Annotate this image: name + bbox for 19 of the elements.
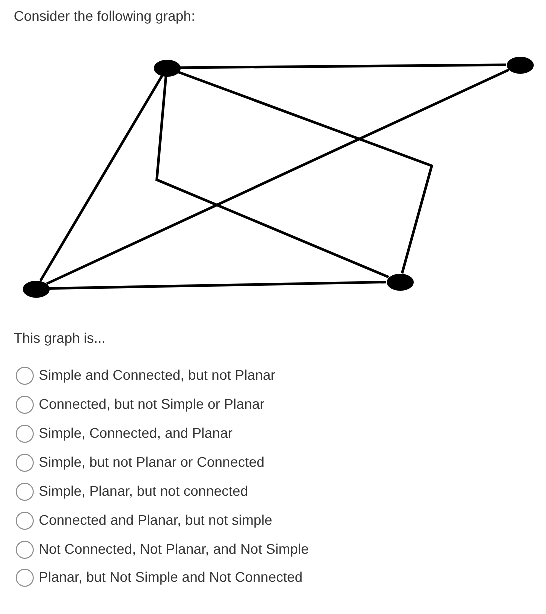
answer-option: Planar, but Not Simple and Not Connected (39, 569, 303, 586)
vertex-dot (506, 56, 534, 74)
graph-edge (180, 64, 507, 70)
vertex-dot (154, 60, 180, 76)
graph-edge (178, 71, 434, 274)
question-text: Consider the following graph: (14, 8, 196, 25)
answer-option: Connected and Planar, but not simple (39, 512, 272, 529)
answer-option: Connected, but not Simple or Planar (39, 396, 265, 413)
answer-option: Simple, Planar, but not connected (39, 483, 248, 500)
answer-option: Not Connected, Not Planar, and Not Simple (39, 541, 310, 558)
answer-option: Simple, but not Planar or Connected (39, 454, 265, 471)
graph-edge (49, 281, 387, 290)
graph-edge (40, 75, 164, 282)
vertex-dot (386, 274, 414, 290)
answer-option: Simple, Connected, and Planar (39, 425, 233, 442)
question-prompt: This graph is... (14, 330, 106, 347)
answer-option: Simple and Connected, but not Planar (39, 367, 276, 384)
vertex-dot (22, 280, 50, 298)
graph-edge (156, 76, 390, 278)
